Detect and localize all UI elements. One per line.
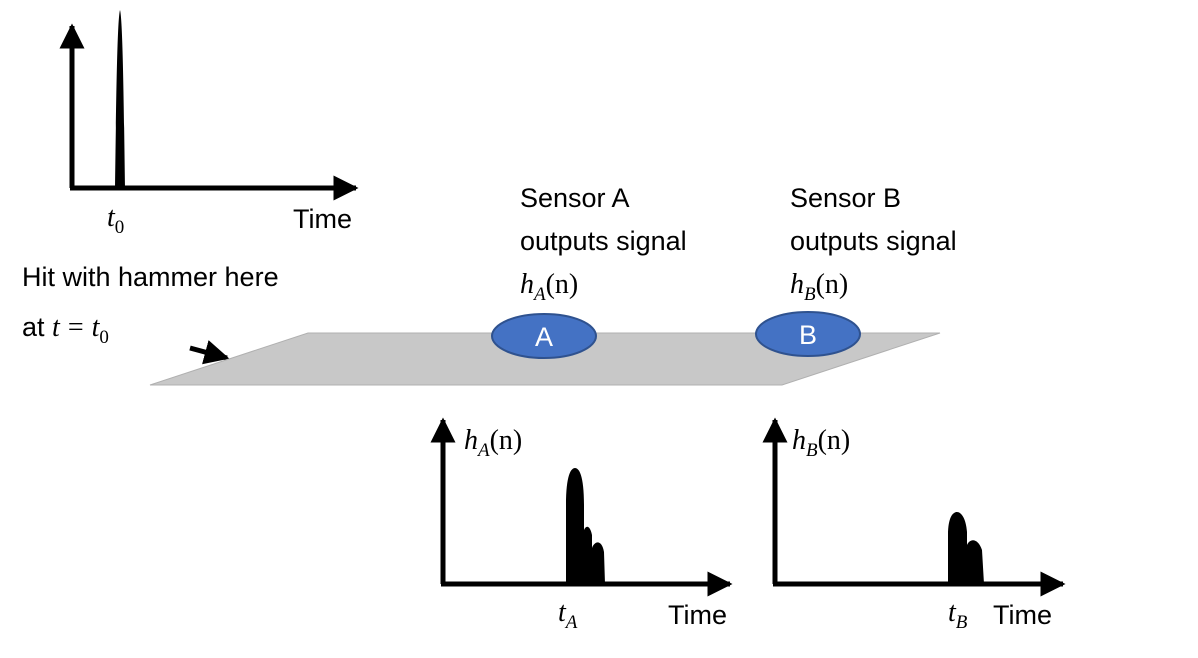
sensor-a-line2: outputs signal	[520, 226, 687, 256]
impulse-tick-label: t0	[107, 202, 124, 238]
sensor-a-signal: hA(n)	[520, 269, 578, 305]
sensor-b-signal: hB(n)	[790, 269, 848, 305]
sensor-a: Sensor A outputs signal hA(n) A	[491, 183, 687, 359]
plot-b: hB(n) tB Time	[762, 417, 1066, 633]
plot-b-response	[948, 512, 984, 584]
sensor-b-line1: Sensor B	[790, 183, 901, 213]
plot-b-x-label: Time	[993, 600, 1052, 630]
plot-a-y-label: hA(n)	[464, 425, 522, 461]
hammer-note: Hit with hammer here at t=t0	[22, 262, 279, 365]
plot-a-tick-label: tA	[558, 597, 578, 633]
sensor-a-badge	[491, 313, 597, 359]
hammer-arrow	[189, 340, 230, 365]
plate	[149, 332, 941, 386]
plot-b-y-label: hB(n)	[792, 425, 850, 461]
sensor-b-line2: outputs signal	[790, 226, 957, 256]
sensor-b-badge	[755, 311, 861, 357]
plot-a: hA(n) tA Time	[430, 417, 733, 633]
sensor-b-badge-label: B	[799, 320, 817, 350]
impulse-x-label: Time	[293, 204, 352, 234]
plot-a-response	[566, 468, 605, 584]
hammer-note-line2: at t=t0	[22, 312, 109, 348]
plot-b-tick-label: tB	[948, 597, 968, 633]
impulse-spike	[115, 10, 125, 188]
hammer-note-line1: Hit with hammer here	[22, 262, 279, 292]
plot-a-x-label: Time	[668, 600, 727, 630]
sensor-a-line1: Sensor A	[520, 183, 630, 213]
sensor-b: Sensor B outputs signal hB(n) B	[755, 183, 957, 357]
sensor-a-badge-label: A	[535, 322, 553, 352]
impulse-plot: t0 Time	[59, 10, 359, 238]
